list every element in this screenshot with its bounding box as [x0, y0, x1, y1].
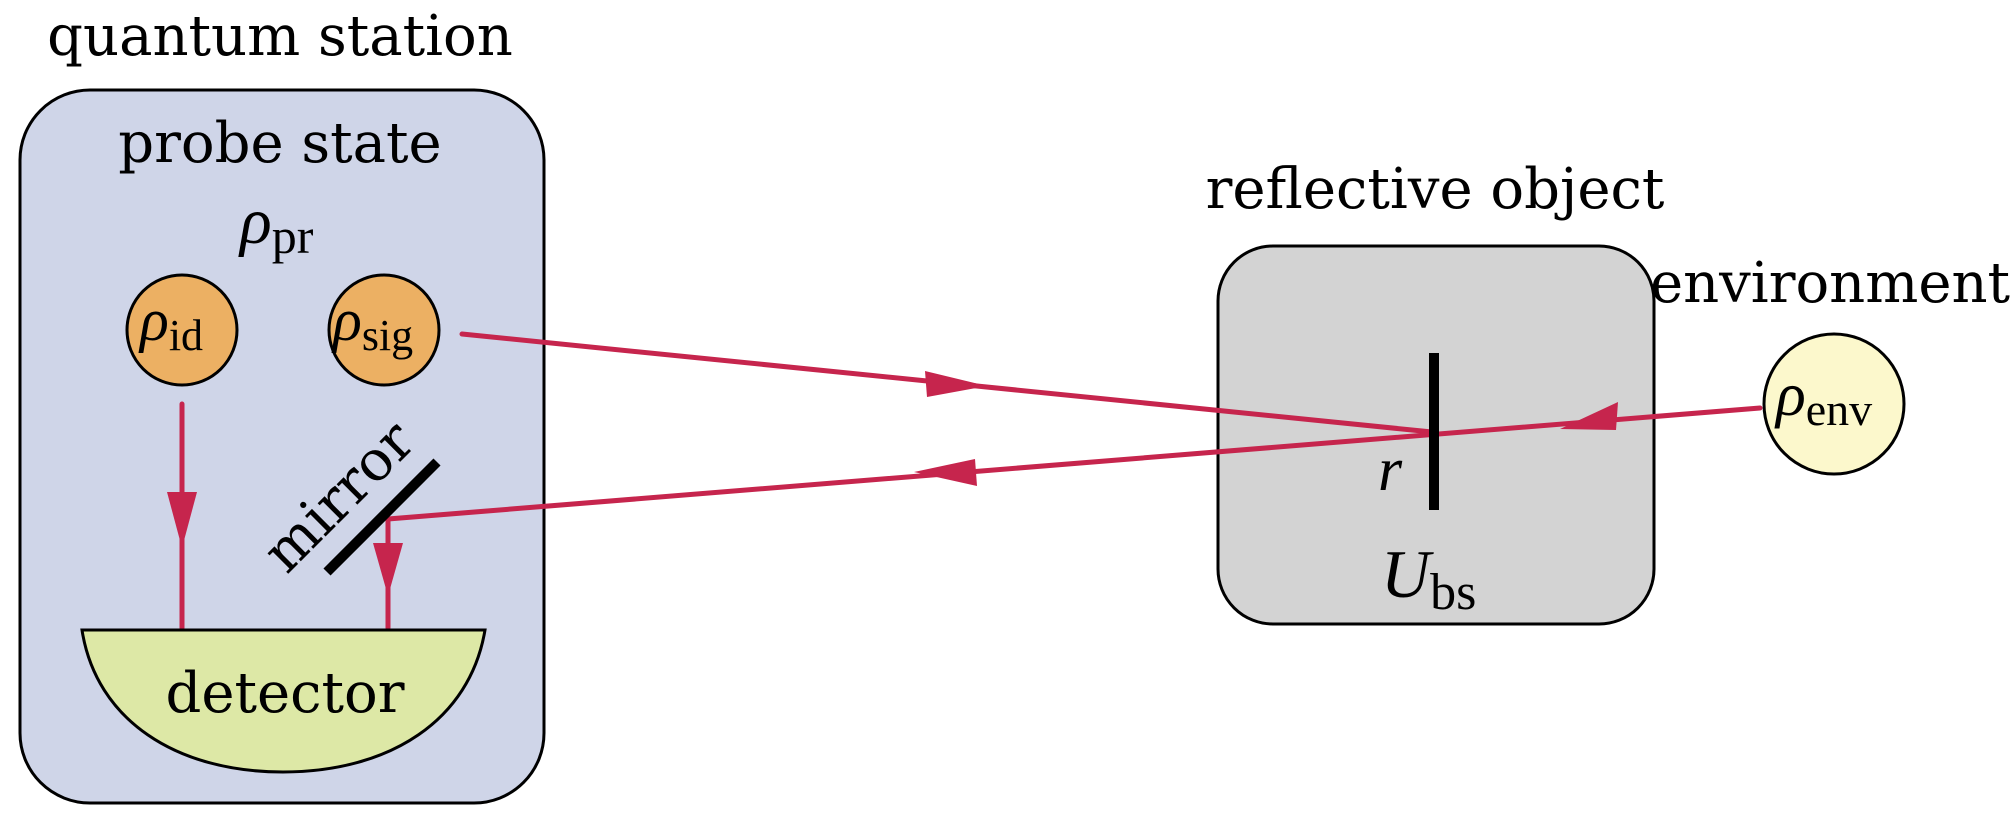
signal-mode-label: ρsig [331, 287, 413, 360]
mirror-arrow [373, 543, 403, 596]
environment-arrow-right [1560, 402, 1618, 430]
idler-mode-label: ρid [138, 287, 203, 360]
detector-label: detector [166, 661, 405, 726]
environment-beam [385, 405, 1763, 522]
quantum-station-title: quantum station [47, 4, 513, 69]
signal-arrow [925, 371, 987, 397]
probe-state-label: probe state [118, 111, 441, 176]
idler-mode-circle [125, 273, 239, 387]
reflectivity-label: r [1378, 436, 1403, 504]
environment-mode-circle [1762, 332, 1906, 476]
unitary-label: Ubs [1381, 536, 1476, 621]
detector-shape [80, 628, 487, 774]
environment-arrow-left [914, 459, 977, 486]
probe-state-symbol: ρpr [238, 185, 314, 264]
quantum-station-box [18, 88, 546, 805]
mirror [323, 458, 441, 576]
environment-mode-label: ρenv [1774, 361, 1872, 435]
signal-mode-circle [327, 273, 441, 387]
reflective-object-title: reflective object [1206, 157, 1665, 222]
environment-title: environment [1650, 251, 2011, 316]
idler-arrow [167, 492, 197, 548]
arrowheads [167, 371, 1618, 596]
